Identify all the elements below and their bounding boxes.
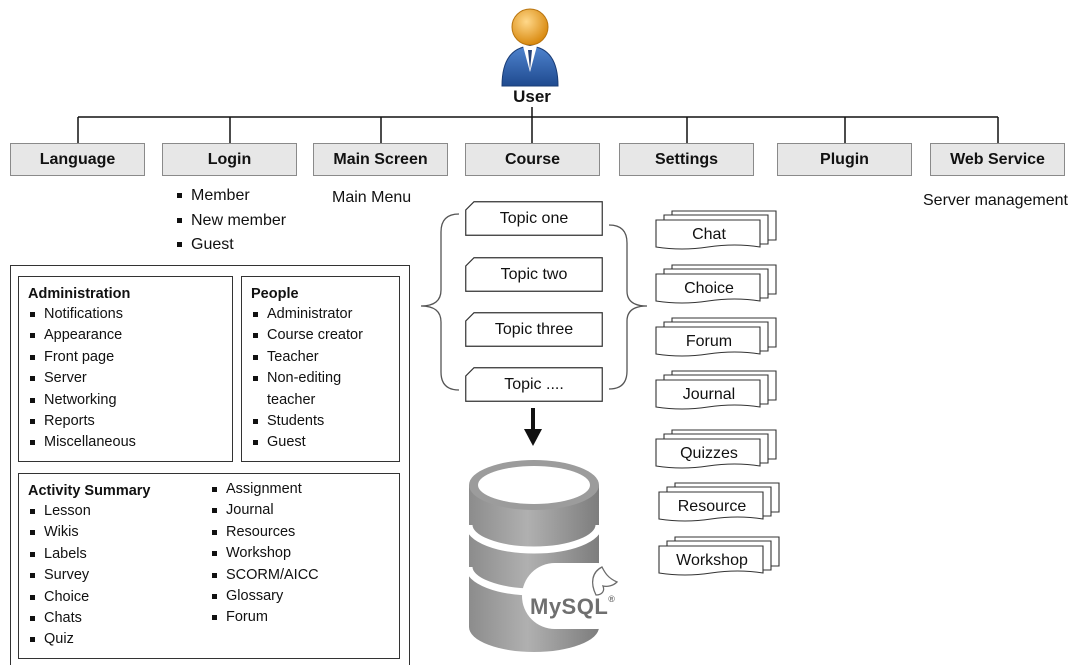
module-label: Journal — [682, 386, 736, 403]
activity-item: Chats — [28, 608, 91, 629]
topic-card[interactable]: Topic three — [465, 312, 603, 347]
user-label: User — [513, 87, 551, 106]
menu-language[interactable]: Language — [10, 143, 145, 176]
topic-label: Topic two — [500, 265, 568, 283]
module-stack[interactable]: Forum — [655, 317, 779, 359]
topic-card-shape — [465, 312, 603, 347]
document-stack-icon — [658, 482, 780, 522]
activity-item: Quiz — [28, 629, 91, 650]
module-stack[interactable]: Resource — [658, 482, 782, 524]
people-item: Non-editing teacher — [251, 368, 363, 411]
activity-item: Journal — [210, 500, 319, 521]
activity-item: SCORM/AICC — [210, 565, 319, 586]
dolphin-icon — [591, 566, 619, 596]
menu-web-service[interactable]: Web Service — [930, 143, 1065, 176]
activity-summary-title: Activity Summary — [28, 483, 151, 499]
topic-label: Topic .... — [504, 375, 564, 393]
activity-list-col1: Lesson Wikis Labels Survey Choice Chats … — [28, 501, 91, 651]
activity-item: Forum — [210, 607, 319, 628]
administration-list: Notifications Appearance Front page Serv… — [28, 304, 136, 454]
left-brace — [420, 213, 460, 391]
people-item: Administrator — [251, 304, 363, 325]
module-stack[interactable]: Choice — [655, 264, 779, 306]
login-item: Guest — [175, 233, 286, 258]
administration-item: Miscellaneous — [28, 432, 136, 453]
activity-item: Choice — [28, 587, 91, 608]
people-item: Students — [251, 411, 363, 432]
administration-item: Notifications — [28, 304, 136, 325]
topic-card-shape — [465, 367, 603, 402]
activity-list-col2: Assignment Journal Resources Workshop SC… — [210, 479, 319, 629]
document-stack-icon — [655, 210, 777, 250]
topic-card-shape — [465, 257, 603, 292]
activity-item: Wikis — [28, 522, 91, 543]
menu-main-screen[interactable]: Main Screen — [313, 143, 448, 176]
main-menu-note: Main Menu — [332, 189, 412, 206]
user-icon — [501, 8, 559, 87]
menu-course[interactable]: Course — [465, 143, 600, 176]
document-stack-icon — [658, 536, 780, 576]
administration-item: Appearance — [28, 325, 136, 346]
login-items-list: Member New member Guest — [175, 184, 286, 258]
activity-item: Workshop — [210, 543, 319, 564]
topic-card-shape — [465, 201, 603, 236]
right-brace — [608, 224, 648, 390]
administration-item: Server — [28, 368, 136, 389]
module-label: Choice — [684, 280, 734, 297]
activity-item: Survey — [28, 565, 91, 586]
administration-item: Networking — [28, 390, 136, 411]
people-item: Course creator — [251, 325, 363, 346]
menu-settings[interactable]: Settings — [619, 143, 754, 176]
document-stack-icon — [655, 370, 777, 410]
activity-item: Assignment — [210, 479, 319, 500]
module-label: Chat — [692, 226, 726, 243]
module-label: Quizzes — [680, 445, 738, 462]
topic-label: Topic one — [499, 209, 569, 227]
activity-item: Glossary — [210, 586, 319, 607]
topic-card[interactable]: Topic .... — [465, 367, 603, 402]
activity-item: Labels — [28, 544, 91, 565]
module-stack[interactable]: Quizzes — [655, 429, 779, 471]
document-stack-icon — [655, 264, 777, 304]
topic-label: Topic three — [494, 320, 574, 338]
down-arrow-icon — [524, 408, 542, 446]
document-stack-icon — [655, 317, 777, 357]
people-panel: People Administrator Course creator Teac… — [241, 276, 400, 462]
module-label: Resource — [677, 498, 747, 515]
activity-summary-panel: Activity Summary Lesson Wikis Labels Sur… — [18, 473, 400, 659]
administration-item: Front page — [28, 347, 136, 368]
module-label: Workshop — [676, 552, 748, 569]
menu-plugin[interactable]: Plugin — [777, 143, 912, 176]
people-item: Teacher — [251, 347, 363, 368]
mysql-logo-text: MySQL® — [530, 594, 615, 620]
database-icon — [466, 460, 630, 652]
module-stack[interactable]: Chat — [655, 210, 779, 252]
activity-item: Resources — [210, 522, 319, 543]
menu-login[interactable]: Login — [162, 143, 297, 176]
administration-panel: Administration Notifications Appearance … — [18, 276, 233, 462]
administration-item: Reports — [28, 411, 136, 432]
login-item: Member — [175, 184, 286, 209]
people-list: Administrator Course creator Teacher Non… — [251, 304, 363, 454]
administration-title: Administration — [28, 286, 131, 302]
people-title: People — [251, 286, 299, 302]
activity-item: Lesson — [28, 501, 91, 522]
document-stack-icon — [655, 429, 777, 469]
topic-card[interactable]: Topic one — [465, 201, 603, 236]
module-stack[interactable]: Journal — [655, 370, 779, 412]
people-item: Guest — [251, 432, 363, 453]
server-management-note: Server management — [923, 192, 1068, 209]
module-label: Forum — [685, 333, 733, 350]
module-stack[interactable]: Workshop — [658, 536, 782, 578]
mysql-logo-word: MySQL — [530, 594, 609, 619]
registered-mark: ® — [608, 594, 616, 604]
topic-card[interactable]: Topic two — [465, 257, 603, 292]
login-item: New member — [175, 209, 286, 234]
